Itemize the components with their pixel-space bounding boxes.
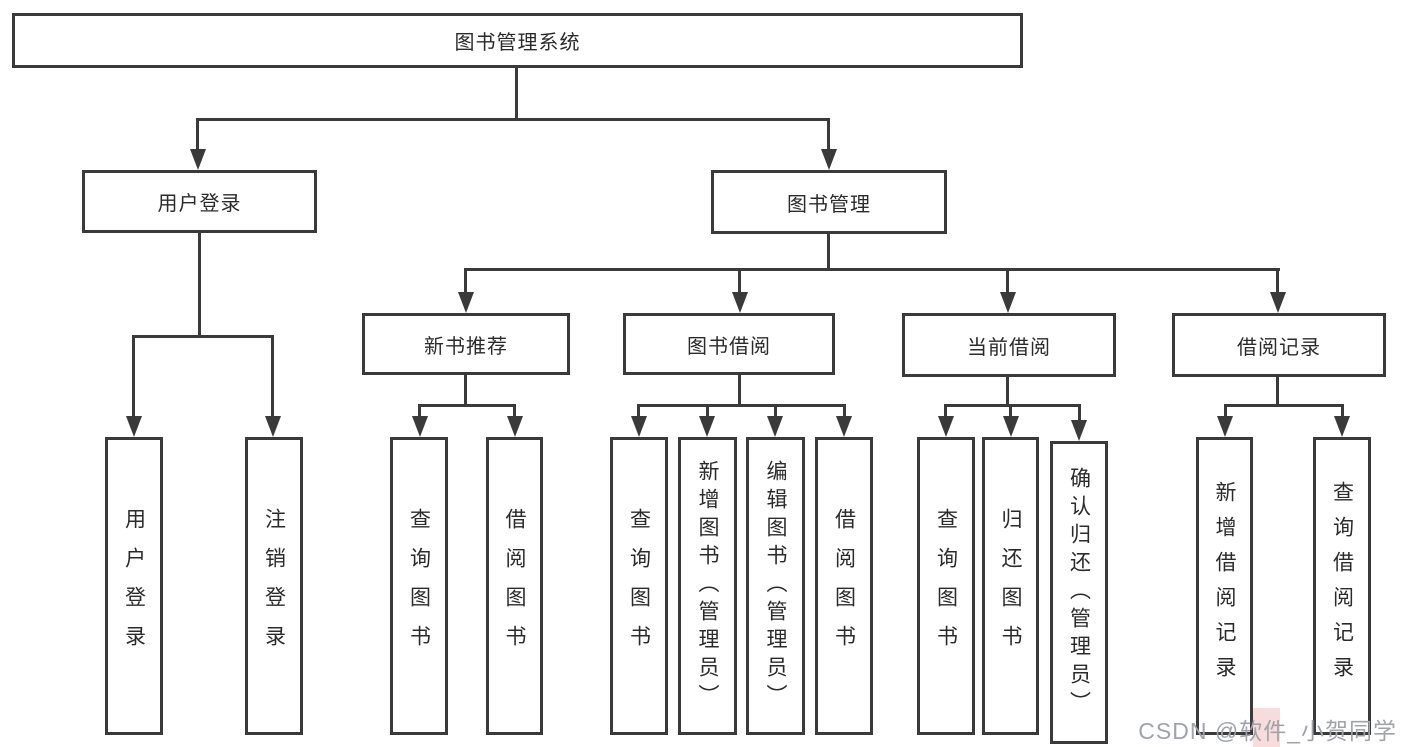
connector-borrow-rail bbox=[637, 404, 846, 407]
connector-drop-logout-leaf bbox=[271, 335, 274, 417]
node-current: 当前借阅 bbox=[902, 313, 1116, 377]
arrowhead-login-leaf bbox=[126, 416, 142, 437]
node-user-login: 用户登录 bbox=[82, 170, 317, 233]
leaf-cu-return-books: 归还图书 bbox=[982, 437, 1039, 735]
connector-new-book-rail bbox=[418, 404, 516, 407]
node-records: 借阅记录 bbox=[1172, 313, 1386, 377]
arrowhead-records bbox=[1270, 292, 1286, 313]
leaf-nb-borrow-books: 借阅图书 bbox=[486, 437, 543, 735]
arrowhead-nb-query bbox=[412, 416, 428, 437]
node-new-book-label: 新书推荐 bbox=[424, 335, 508, 358]
connector-drop-rc-query bbox=[1341, 404, 1344, 418]
connector-drop-user-login bbox=[196, 118, 199, 150]
arrowhead-cu-confirm bbox=[1071, 420, 1087, 441]
connector-level2-rail bbox=[196, 118, 830, 121]
leaf-user-login: 用户登录 bbox=[105, 437, 163, 735]
connector-borrow-stem bbox=[738, 375, 741, 406]
connector-drop-nb-borrow bbox=[513, 404, 516, 418]
node-borrow: 图书借阅 bbox=[623, 313, 835, 375]
leaf-logout: 注销登录 bbox=[245, 437, 303, 735]
connector-drop-bw-edit bbox=[774, 404, 777, 418]
leaf-logout-label: 注销登录 bbox=[262, 508, 286, 664]
connector-drop-nb-query bbox=[418, 404, 421, 418]
arrowhead-cu-return bbox=[1003, 416, 1019, 437]
leaf-bw-borrow-books-label: 借阅图书 bbox=[832, 508, 856, 664]
csdn-watermark: CSDN @软件_小贺同学 bbox=[1138, 718, 1397, 744]
leaf-rc-query-record: 查询借阅记录 bbox=[1313, 437, 1371, 735]
connector-drop-cu-query bbox=[944, 404, 947, 418]
leaf-bw-query-books: 查询图书 bbox=[610, 437, 668, 735]
node-user-login-label: 用户登录 bbox=[157, 193, 242, 215]
leaf-nb-query-books: 查询图书 bbox=[390, 437, 448, 735]
connector-drop-borrow bbox=[738, 268, 741, 294]
connector-drop-cu-confirm bbox=[1078, 404, 1081, 422]
leaf-cu-query-books-label: 查询图书 bbox=[934, 508, 958, 664]
arrowhead-bw-query bbox=[631, 416, 647, 437]
leaf-bw-edit-books-admin: 编辑图书（管理员） bbox=[746, 437, 805, 735]
leaf-nb-query-books-label: 查询图书 bbox=[407, 508, 431, 664]
arrowhead-logout-leaf bbox=[265, 416, 281, 437]
connector-root-stem bbox=[515, 68, 518, 120]
leaf-rc-add-record-label: 新增借阅记录 bbox=[1213, 481, 1236, 691]
leaf-bw-add-books-admin: 新增图书（管理员） bbox=[678, 437, 737, 735]
arrowhead-nb-borrow bbox=[507, 416, 523, 437]
connector-drop-current bbox=[1006, 268, 1009, 294]
connector-current-stem bbox=[1006, 377, 1009, 407]
connector-user-login-stem bbox=[198, 233, 201, 337]
leaf-cu-query-books: 查询图书 bbox=[917, 437, 975, 735]
arrowhead-current bbox=[1000, 292, 1016, 313]
connector-drop-records bbox=[1276, 268, 1279, 294]
node-borrow-label: 图书借阅 bbox=[687, 335, 771, 358]
connector-drop-cu-return bbox=[1009, 404, 1012, 418]
connector-book-mgmt-stem bbox=[827, 234, 830, 271]
node-new-book: 新书推荐 bbox=[362, 313, 570, 375]
connector-records-rail bbox=[1224, 404, 1344, 407]
leaf-bw-edit-books-admin-label: 编辑图书（管理员） bbox=[764, 460, 787, 712]
leaf-bw-add-books-admin-label: 新增图书（管理员） bbox=[696, 460, 719, 712]
arrowhead-bw-add bbox=[699, 416, 715, 437]
leaf-cu-return-books-label: 归还图书 bbox=[999, 508, 1022, 664]
node-records-label: 借阅记录 bbox=[1237, 336, 1321, 359]
leaf-bw-borrow-books: 借阅图书 bbox=[815, 437, 873, 735]
leaf-bw-query-books-label: 查询图书 bbox=[627, 508, 651, 664]
arrowhead-book-mgmt bbox=[821, 149, 837, 170]
arrowhead-new-book bbox=[458, 292, 474, 313]
node-root-label: 图书管理系统 bbox=[454, 32, 581, 54]
node-book-mgmt: 图书管理 bbox=[711, 170, 947, 234]
arrowhead-user-login bbox=[190, 149, 206, 170]
connector-drop-rc-add bbox=[1224, 404, 1227, 418]
connector-drop-login-leaf bbox=[132, 335, 135, 417]
leaf-cu-confirm-return-admin-label: 确认归还（管理员） bbox=[1067, 466, 1091, 719]
connector-new-book-stem bbox=[464, 375, 467, 406]
connector-drop-bw-borrow bbox=[843, 404, 846, 418]
connector-drop-new-book bbox=[464, 268, 467, 294]
leaf-user-login-label: 用户登录 bbox=[122, 508, 146, 664]
leaf-rc-add-record: 新增借阅记录 bbox=[1196, 437, 1253, 735]
node-root-library-system: 图书管理系统 bbox=[12, 13, 1023, 68]
leaf-cu-confirm-return-admin: 确认归还（管理员） bbox=[1050, 441, 1108, 744]
arrowhead-cu-query bbox=[938, 416, 954, 437]
leaf-rc-query-record-label: 查询借阅记录 bbox=[1330, 481, 1354, 691]
node-current-label: 当前借阅 bbox=[967, 336, 1051, 359]
arrowhead-borrow bbox=[732, 292, 748, 313]
leaf-nb-borrow-books-label: 借阅图书 bbox=[503, 508, 526, 664]
node-book-mgmt-label: 图书管理 bbox=[787, 193, 871, 216]
connector-drop-bw-query bbox=[637, 404, 640, 418]
connector-drop-bw-add bbox=[706, 404, 709, 418]
connector-current-rail bbox=[944, 404, 1081, 407]
arrowhead-bw-borrow bbox=[836, 416, 852, 437]
connector-user-login-rail bbox=[132, 335, 274, 338]
connector-level3-rail bbox=[465, 268, 1280, 271]
connector-records-stem bbox=[1276, 377, 1279, 407]
arrowhead-bw-edit bbox=[767, 416, 783, 437]
arrowhead-rc-query bbox=[1334, 416, 1350, 437]
watermark-background bbox=[1253, 708, 1280, 747]
connector-drop-book-mgmt bbox=[827, 118, 830, 150]
arrowhead-rc-add bbox=[1217, 416, 1233, 437]
